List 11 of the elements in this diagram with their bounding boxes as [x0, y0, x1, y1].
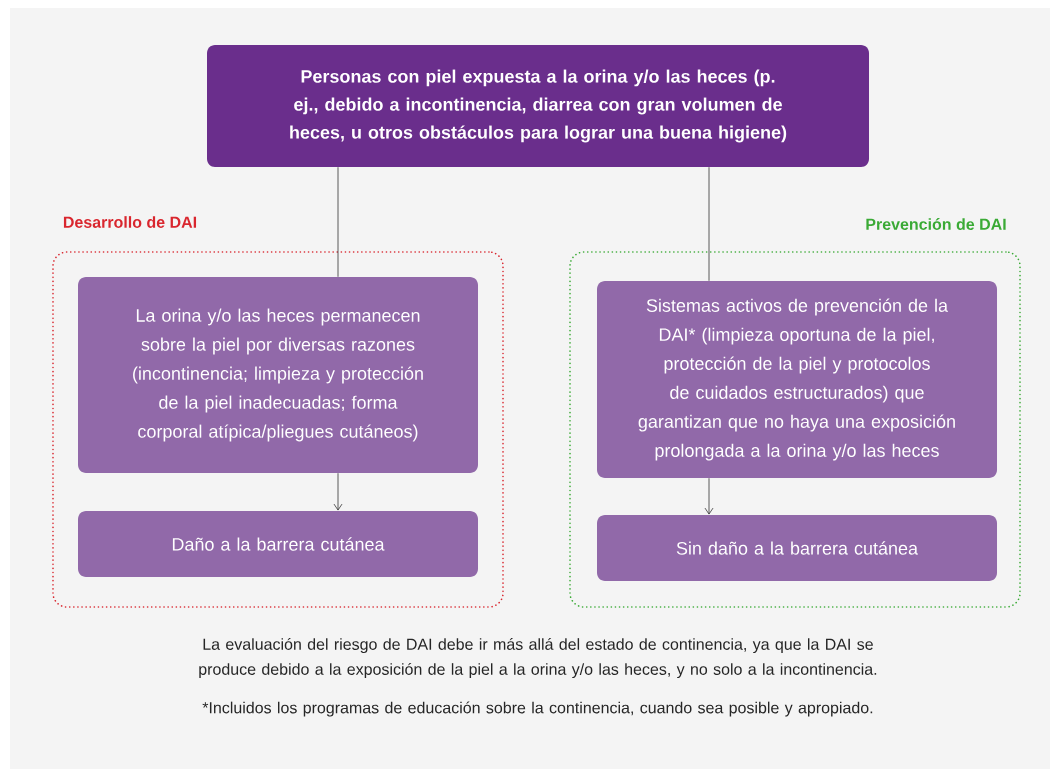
note-text: *Incluidos los programas de educación sobre la continencia, cuando sea posible y apropiado.	[202, 701, 873, 717]
group-heading: Prevención de DAI	[866, 218, 1006, 230]
arrow	[704, 477, 714, 515]
arrow	[333, 472, 343, 511]
title-box: Personas con piel expuesta a la orina y/o las heces (p. ej., debido a incontinencia, diarrea con gran volumen de heces, u otros obstáculos para lograr una buena higiene)	[207, 45, 869, 167]
process-box: Sin daño a la barrera cutánea	[597, 515, 997, 581]
group-heading: Desarrollo de DAI	[63, 216, 197, 228]
note-text: La evaluación del riesgo de DAI debe ir más allá del estado de continencia, ya que la DAI se produce debido a la exposición de la piel a la orina y/o las heces, y no solo a la incontinencia.	[199, 637, 877, 679]
process-box: Daño a la barrera cutánea	[78, 511, 478, 577]
process-box: La orina y/o las heces permanecen sobre la piel por diversas razones (incontinencia; limpieza y protección de la piel inadecuadas; forma corporal atípica/pliegues cutáneos)	[78, 277, 478, 473]
process-box: Sistemas activos de prevención de la DAI* (limpieza oportuna de la piel, protección de la piel y protocolos de cuidados estructurados) que garantizan que no haya una exposición prolongada a la orina y/o las heces	[597, 281, 997, 478]
